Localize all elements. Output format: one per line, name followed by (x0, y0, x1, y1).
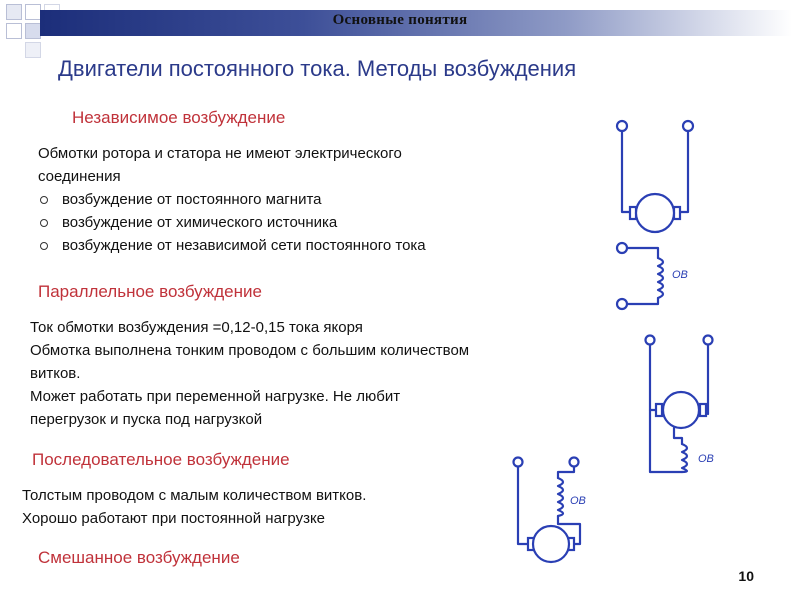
brush-right (698, 402, 708, 418)
dc-motor-icon (654, 390, 708, 430)
wire (676, 130, 690, 214)
text-parallel: Ток обмотки возбуждения =0,12-0,15 тока … (30, 316, 469, 431)
terminal-icon (615, 119, 629, 133)
wire (556, 514, 582, 546)
page-title: Двигатели постоянного тока. Методы возбу… (58, 56, 577, 81)
page-number: 10 (738, 568, 754, 584)
diagram-series: ОВ (512, 456, 586, 564)
field-winding-label: ОВ (672, 269, 688, 281)
list-item-text: возбуждение от химического источника (62, 214, 338, 231)
list-item: возбуждение от химического источника (38, 211, 426, 234)
wire (556, 464, 576, 480)
terminal-icon (512, 456, 524, 468)
decor-square (6, 4, 22, 20)
text-line: перегрузок и пуска под нагрузкой (30, 411, 263, 428)
text-line: Обмотки ротора и статора не имеют электр… (38, 145, 402, 162)
brush-left (654, 402, 664, 418)
dc-motor-icon (526, 524, 576, 564)
field-coil-icon (680, 442, 689, 474)
bullet-circle-icon (40, 196, 48, 204)
heading-independent: Независимое возбуждение (72, 108, 286, 127)
wire (648, 338, 684, 474)
terminal-icon (702, 334, 714, 346)
text-line: соединения (38, 168, 121, 185)
decor-square (6, 23, 22, 39)
wire (624, 246, 660, 260)
text-line: Хорошо работают при постоянной нагрузке (22, 510, 326, 527)
field-winding-label: ОВ (698, 453, 714, 465)
text-independent: Обмотки ротора и статора не имеют электр… (38, 142, 426, 257)
text-line: Может работать при переменной нагрузке. … (30, 388, 401, 405)
armature (531, 524, 571, 564)
heading-mixed: Смешанное возбуждение (38, 548, 240, 567)
terminal-icon (644, 334, 656, 346)
wire (620, 130, 636, 214)
text-line: витков. (30, 365, 81, 382)
header-bar (40, 10, 792, 36)
heading-series: Последовательное возбуждение (32, 450, 290, 469)
dc-motor-icon (628, 192, 682, 234)
list-item: возбуждение от постоянного магнита (38, 188, 426, 211)
wire (624, 296, 660, 306)
armature (634, 192, 676, 234)
diagram-independent: ОВ (615, 119, 695, 311)
field-winding-label: ОВ (570, 495, 586, 507)
armature (661, 390, 701, 430)
bullet-circle-icon (40, 242, 48, 250)
field-coil-icon (556, 476, 565, 518)
decor-square (25, 42, 41, 58)
bullet-circle-icon (40, 219, 48, 227)
field-coil-icon (656, 256, 665, 300)
wire (516, 464, 532, 546)
heading-parallel: Параллельное возбуждение (38, 282, 262, 301)
list-item-text: возбуждение от постоянного магнита (62, 191, 322, 208)
text-line: Толстым проводом с малым количеством вит… (22, 487, 367, 504)
header-title: Основные понятия (332, 12, 468, 28)
wire (672, 426, 684, 446)
diagram-parallel: ОВ (644, 334, 714, 474)
terminal-icon (615, 297, 629, 311)
list-item-text: возбуждение от независимой сети постоянн… (62, 237, 426, 254)
terminal-icon (681, 119, 695, 133)
text-series: Толстым проводом с малым количеством вит… (22, 484, 366, 530)
terminal-icon (568, 456, 580, 468)
text-line: Обмотка выполнена тонким проводом с боль… (30, 342, 470, 359)
text-line: Ток обмотки возбуждения =0,12-0,15 тока … (30, 319, 363, 336)
terminal-icon (615, 241, 629, 255)
list-item: возбуждение от независимой сети постоянн… (38, 234, 426, 257)
bullet-list-independent: возбуждение от постоянного магнита возбу… (38, 188, 426, 257)
